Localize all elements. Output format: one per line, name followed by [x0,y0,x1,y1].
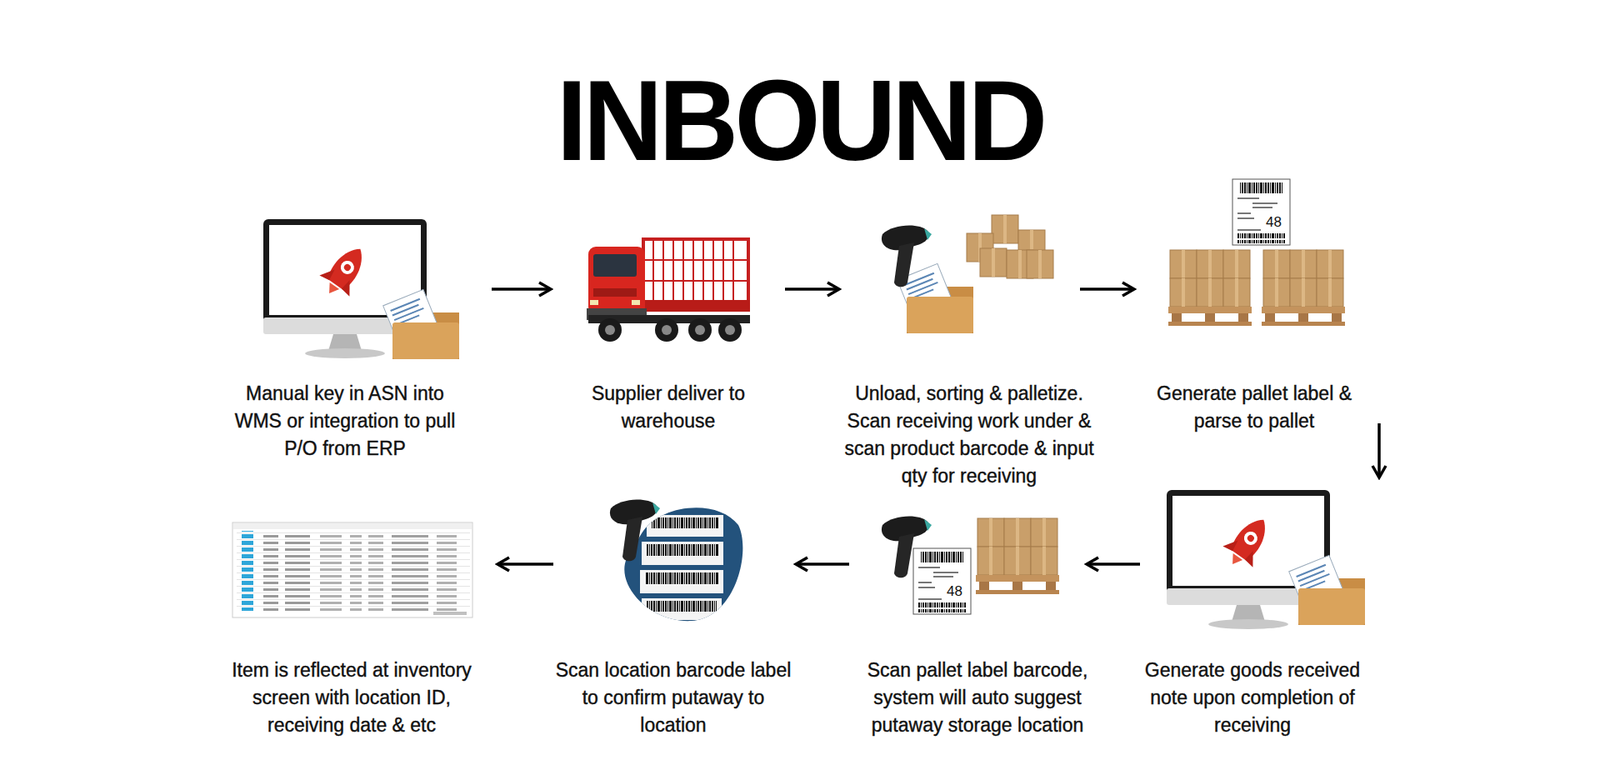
location-label [646,515,724,537]
step-text: Supplier deliver to warehouse [564,380,773,435]
flow-arrow [1080,287,1134,291]
label-barcode [646,544,719,556]
table-rows [236,530,470,611]
step-caption: Item is reflected at inventory screen wi… [214,656,490,740]
truck-bed [641,300,750,312]
process-step: Generate goods received note upon comple… [1140,476,1384,752]
flow-arrow [491,287,550,291]
process-step: Manual key in ASN into WMS or integratio… [208,179,492,484]
carton-box [991,215,1019,244]
carton-box [1026,250,1054,279]
truck-hub [725,325,735,335]
step-caption: Generate goods received note upon comple… [1134,656,1372,740]
label-barcode [651,517,719,529]
process-step: Item is reflected at inventory screen wi… [200,476,499,752]
folder-icon [1289,555,1365,625]
label-barcode [646,600,717,612]
truck-illustration [586,239,750,342]
label-number: 48 [1265,215,1282,230]
truck-hub [605,325,615,335]
carton-box [980,248,1007,277]
pallet-icon [1261,250,1345,326]
location-label [640,570,724,594]
scanner-icon [610,500,660,562]
truck-rail-frame [643,239,749,303]
truck-wheel [655,318,679,342]
table-header [233,523,472,530]
inventory-table [232,522,473,618]
truck-light [631,300,640,305]
step-text: Generate pallet label & parse to pallet [1150,380,1359,435]
truck-hub [695,325,705,335]
flow-arrow [796,562,850,566]
process-step: Generate pallet label & parse to pallet [1133,179,1375,424]
pallet-icon [975,518,1060,595]
step-text: Unload, sorting & palletize. Scan receiv… [838,380,1101,490]
step-caption: Scan location barcode label to confirm p… [555,656,793,740]
pallet-label [913,548,971,615]
step-caption: Manual key in ASN into WMS or integratio… [220,380,470,463]
carton-pile [966,215,1054,279]
scanner-icon [881,516,932,579]
flow-arrow [498,562,554,566]
truck-cab [588,246,645,315]
process-step: Supplier deliver to warehouse [550,179,785,484]
pallet-label [1232,179,1290,245]
step-text: Generate goods received note upon comple… [1134,656,1372,740]
label-number: 48 [946,584,963,599]
step-text: Scan pallet label barcode, system will a… [852,656,1103,740]
location-label [641,598,722,620]
flow-arrow [785,287,839,291]
step-caption: Unload, sorting & palletize. Scan receiv… [838,380,1101,490]
pallet-icon [1168,250,1252,326]
truck-rails [643,239,749,303]
process-step: Scan location barcode label to confirm p… [553,476,797,752]
step-caption: Generate pallet label & parse to pallet [1150,380,1359,435]
step-text: Scan location barcode label to confirm p… [555,656,793,740]
process-step: Unload, sorting & palletize. Scan receiv… [838,179,1080,484]
step-caption: Supplier deliver to warehouse [564,380,773,435]
flow-arrow [1087,562,1140,566]
step-text: Manual key in ASN into WMS or integratio… [220,380,470,463]
table-tags [241,530,254,611]
step-caption: Scan pallet label barcode, system will a… [852,656,1103,740]
step-text: Item is reflected at inventory screen wi… [214,656,490,740]
truck-wheel [598,318,622,342]
table-pager [433,611,467,615]
label-barcode [645,572,719,585]
folder-icon [383,289,460,360]
table-frame [232,522,473,618]
diagram-title: INBOUND [31,62,1568,178]
truck-wheel [718,318,742,342]
scanner-icon [881,225,932,288]
truck-grille [593,288,637,297]
location-label [641,541,724,565]
flow-arrow [1377,423,1381,477]
truck-hub [661,325,672,335]
truck-wheel [688,318,712,342]
truck-windshield [593,254,637,277]
truck-light [590,300,599,305]
process-step: Scan pallet label barcode, system will a… [849,476,1088,752]
